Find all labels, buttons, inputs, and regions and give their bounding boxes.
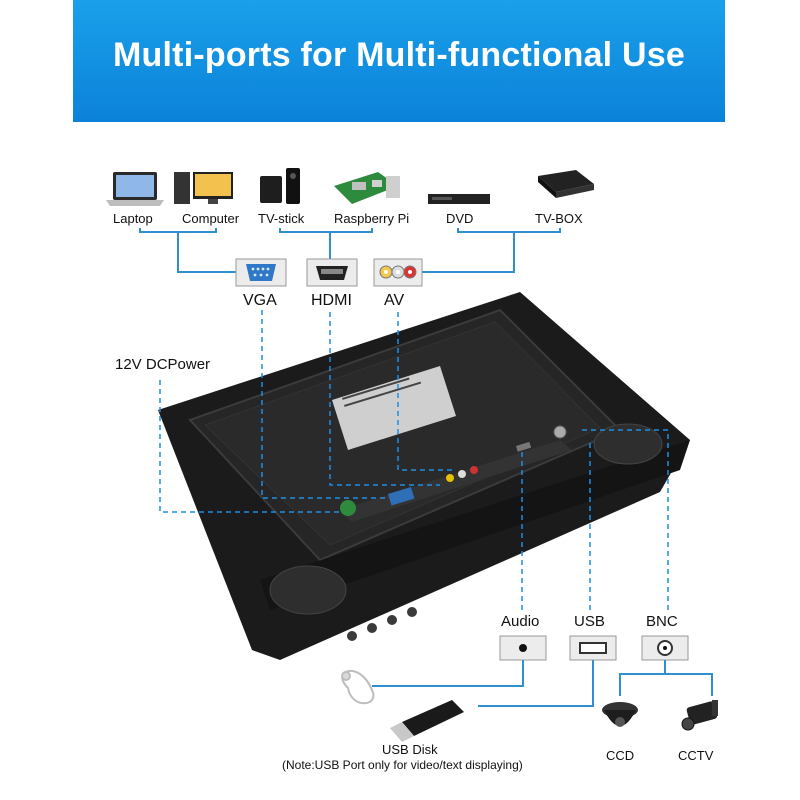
ccd-camera-icon: [602, 702, 638, 727]
port-label-hdmi: HDMI: [311, 292, 352, 309]
computer-icon: [174, 172, 233, 204]
device-connector-lines: [372, 660, 713, 707]
port-label-av: AV: [384, 292, 405, 309]
device-label-cctv: CCTV: [678, 748, 714, 763]
source-label-raspberry-pi: Raspberry Pi: [334, 211, 410, 226]
cctv-camera-icon: [681, 700, 718, 731]
dvd-player-icon: [428, 194, 490, 204]
page-title: Multi-ports for Multi-functional Use: [113, 36, 685, 74]
device-label-usb-disk: USB Disk: [382, 742, 438, 757]
source-label-tv-box: TV-BOX: [535, 211, 583, 226]
av-port-icon: [373, 258, 423, 287]
bnc-port-icon: [641, 635, 689, 661]
laptop-icon: [106, 172, 164, 206]
audio-port-icon: [499, 635, 547, 661]
usb-port-icon: [569, 635, 617, 661]
vga-port-icon: [235, 258, 287, 287]
source-label-tv-stick: TV-stick: [258, 211, 305, 226]
monitor-back-illustration: [158, 292, 690, 660]
port-label-usb: USB: [574, 613, 605, 630]
power-label: 12V DCPower: [115, 356, 211, 373]
tv-box-icon: [538, 170, 594, 198]
port-label-bnc: BNC: [646, 613, 678, 630]
source-label-computer: Computer: [182, 211, 240, 226]
hdmi-port-icon: [306, 258, 358, 287]
source-connector-lines: [139, 228, 561, 273]
raspberry-pi-icon: [334, 172, 400, 204]
port-label-vga: VGA: [243, 292, 277, 309]
device-label-ccd: CCD: [606, 748, 635, 763]
usb-disk-icon: [390, 700, 464, 742]
port-label-audio: Audio: [501, 613, 540, 630]
port-leader-lines: [159, 310, 669, 610]
source-label-laptop: Laptop: [113, 211, 153, 226]
source-label-dvd: DVD: [446, 211, 474, 226]
title-banner: Multi-ports for Multi-functional Use: [73, 0, 725, 122]
tv-stick-icon: [260, 168, 300, 204]
usb-note: (Note:USB Port only for video/text displ…: [282, 758, 523, 772]
earphone-icon: [341, 670, 375, 705]
